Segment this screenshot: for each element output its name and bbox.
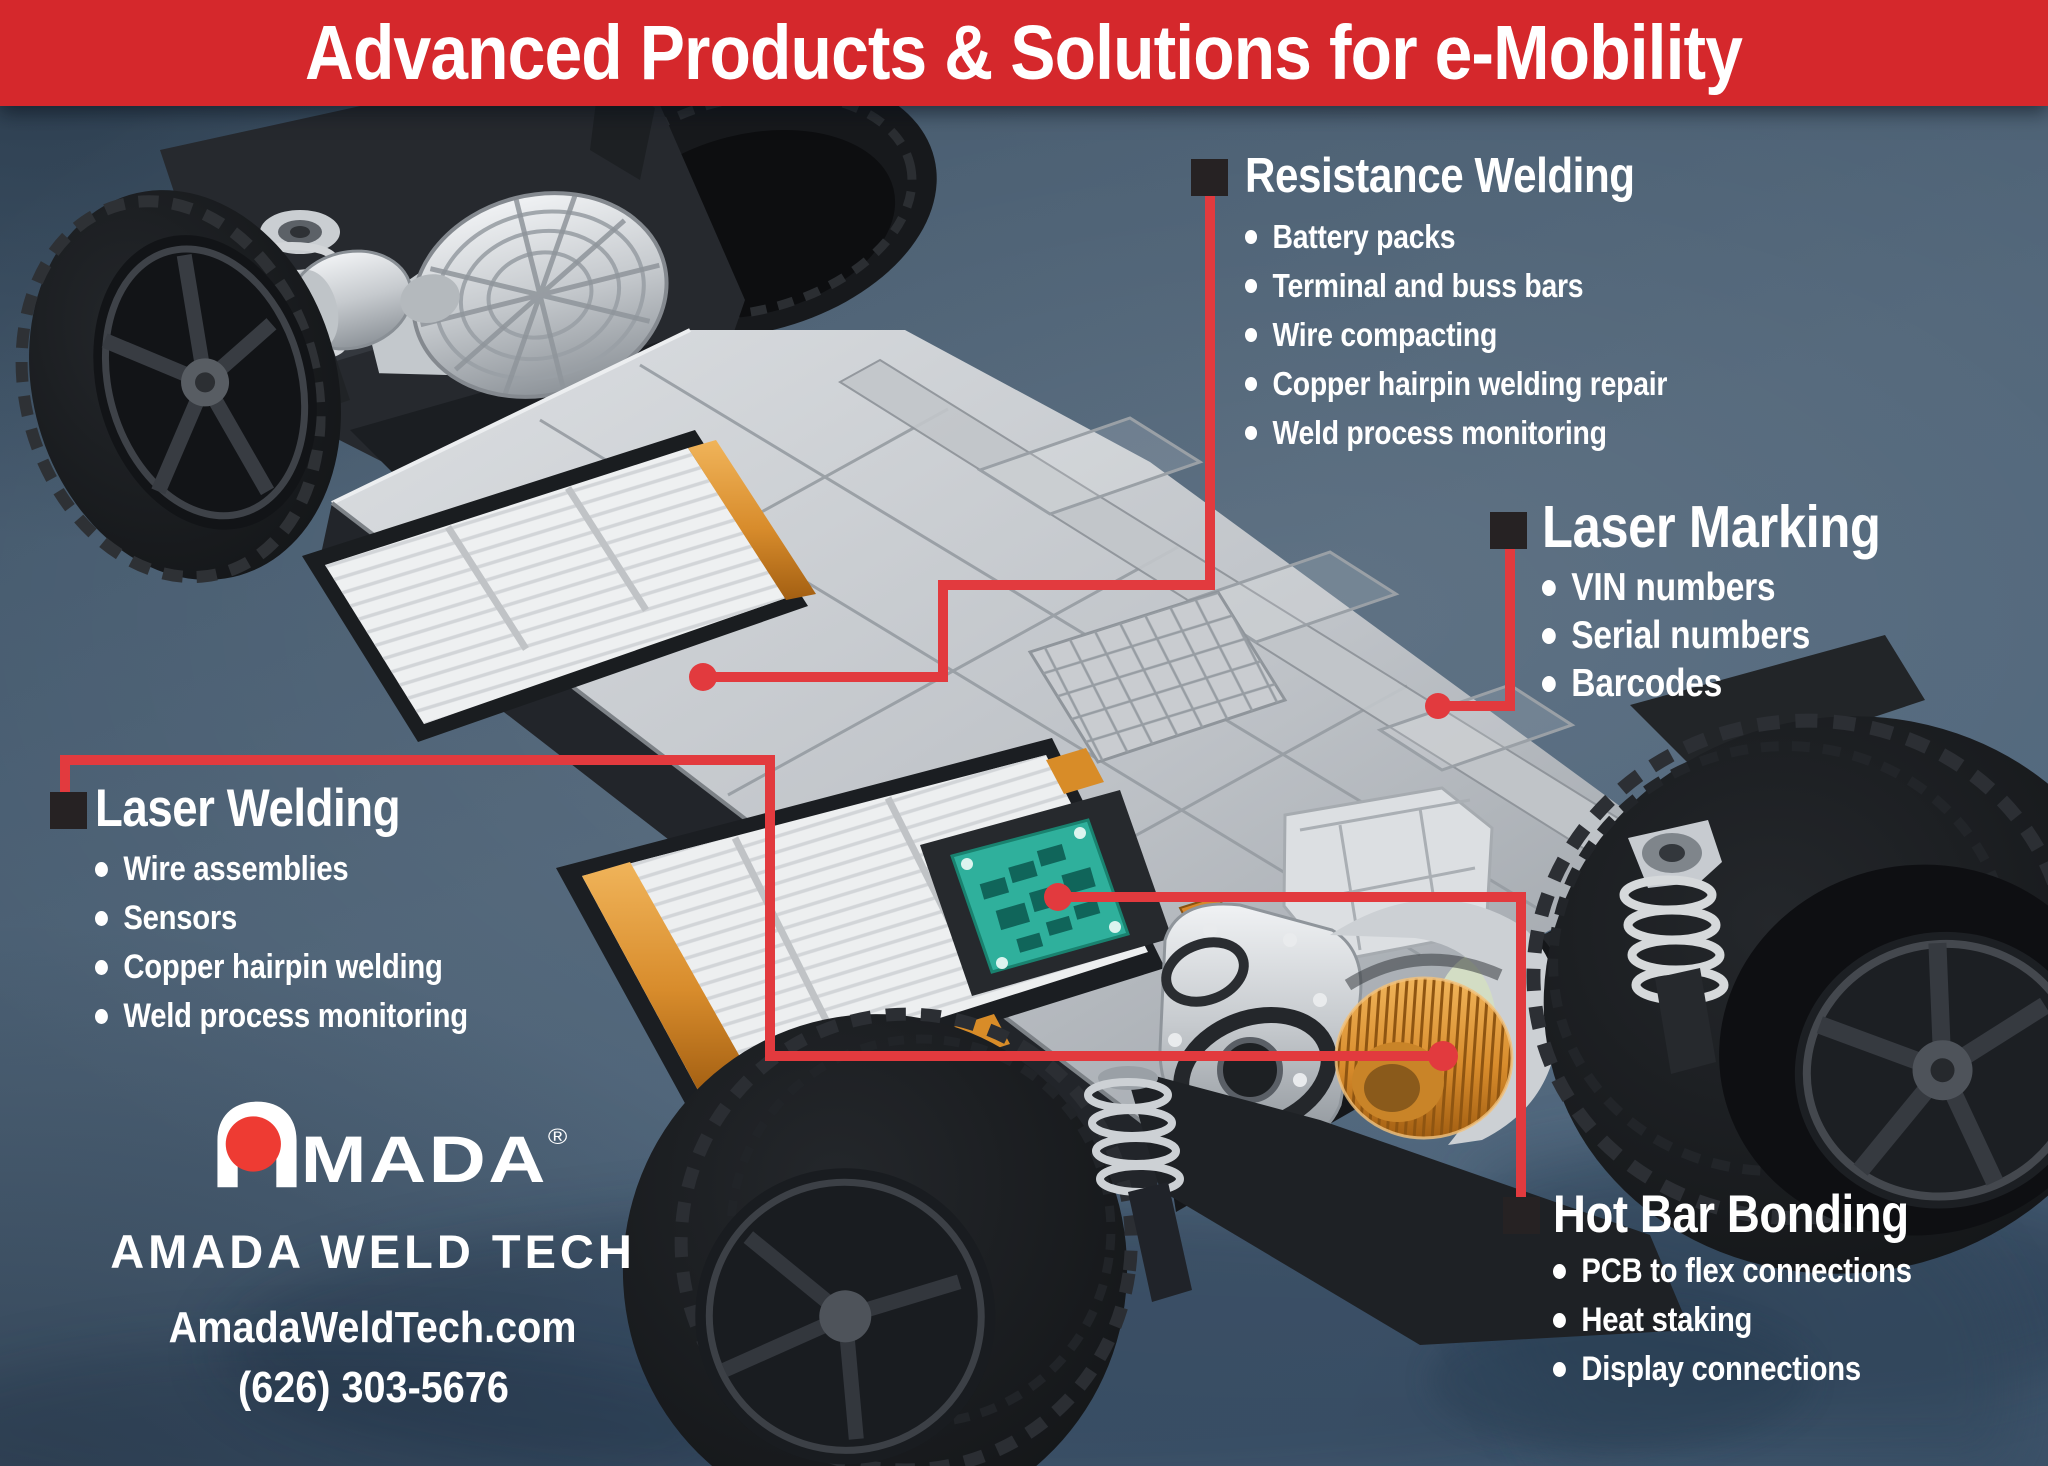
dot-laser-welding [1428,1041,1458,1071]
bullet-dot [95,960,108,976]
callout-resistance-welding: Resistance Welding Battery packs Termina… [1191,149,1736,458]
front-left-wheel [15,190,341,584]
callout-laser-welding: Laser Welding Wire assemblies Sensors Co… [50,779,529,1041]
amada-logo: MADA® [28,1098,718,1192]
dot-resistance-welding [689,663,717,691]
bullet-text: Copper hairpin welding [123,948,443,987]
callout-list: PCB to flex connections Heat staking Dis… [1553,1247,1912,1394]
list-item: Copper hairpin welding [95,943,468,992]
bullet-text: Serial numbers [1571,613,1810,657]
list-item: Weld process monitoring [1245,409,1667,458]
list-item: Wire compacting [1245,311,1667,360]
callout-dots [689,663,1458,1071]
bullet-dot [1245,230,1258,245]
rear-suspension-spring [1619,820,1729,1074]
callout-marker-square [1191,159,1228,196]
list-item: Display connections [1553,1345,1912,1394]
bullet-text: Sensors [123,899,237,938]
banner: Advanced Products & Solutions for e-Mobi… [0,0,2048,106]
list-item: Wire assemblies [95,845,468,894]
quilted-panel [1027,590,1288,764]
bullet-dot [1245,328,1258,343]
callout-marker-square [50,792,87,829]
leader-laser-marking [1450,548,1515,711]
leader-resistance-welding [714,194,1215,682]
leader-hot-bar-bonding [1068,892,1526,1198]
callout-list: Battery packs Terminal and buss bars Wir… [1245,213,1667,458]
brand-block: MADA® AMADA WELD TECH AmadaWeldTech.com … [28,1098,718,1413]
rear-left-spring [1084,1066,1192,1302]
banner-title: Advanced Products & Solutions for e-Mobi… [305,9,1743,96]
list-item: Heat staking [1553,1296,1912,1345]
bullet-text: Barcodes [1571,661,1723,705]
leader-laser-welding [60,755,1440,1061]
bullet-text: PCB to flex connections [1581,1252,1912,1291]
bullet-dot [1553,1264,1566,1280]
dot-laser-marking [1425,693,1451,719]
website-url: AmadaWeldTech.com [169,1303,577,1352]
callout-marker-square [1503,1197,1540,1234]
bullet-text: VIN numbers [1571,565,1776,609]
bullet-text: Display connections [1581,1350,1861,1389]
bullet-text: Terminal and buss bars [1272,267,1584,305]
callout-title: Laser Welding [95,779,401,838]
callout-list: Wire assemblies Sensors Copper hairpin w… [95,845,468,1041]
bullet-dot [1245,377,1258,392]
amada-logo-mark-icon [217,1101,297,1188]
bullet-text: Copper hairpin welding repair [1272,365,1668,403]
callout-title: Resistance Welding [1245,149,1635,203]
bullet-text: Weld process monitoring [1272,414,1607,452]
registered-trademark: ® [547,1124,568,1150]
list-item: Sensors [95,894,468,943]
callout-list: VIN numbers Serial numbers Barcodes [1542,564,1880,708]
bullet-text: Wire assemblies [123,850,349,889]
bullet-dot [1542,579,1556,596]
bullet-text: Heat staking [1581,1301,1753,1340]
company-name: AMADA WELD TECH [110,1225,636,1278]
list-item: Barcodes [1542,660,1880,708]
dot-hot-bar-bonding [1044,883,1072,911]
callout-title: Hot Bar Bonding [1553,1185,1909,1244]
rear-right-wheel [1526,713,2048,1274]
callout-laser-marking: Laser Marking VIN numbers Serial numbers… [1490,494,1936,708]
logo-wordmark: MADA [300,1122,548,1197]
bullet-dot [1553,1313,1566,1329]
callout-hot-bar-bonding: Hot Bar Bonding PCB to flex connections … [1503,1185,1970,1394]
list-item: PCB to flex connections [1553,1247,1912,1296]
battery-modules-left [302,430,816,742]
list-item: VIN numbers [1542,564,1880,612]
callout-marker-square [1490,512,1527,549]
bullet-dot [1245,426,1258,441]
list-item: Serial numbers [1542,612,1880,660]
leader-lines [60,194,1526,1198]
list-item: Copper hairpin welding repair [1245,360,1667,409]
bullet-text: Weld process monitoring [123,997,468,1036]
list-item: Weld process monitoring [95,992,468,1041]
bullet-dot [95,911,108,927]
bullet-text: Wire compacting [1272,316,1498,354]
list-item: Battery packs [1245,213,1667,262]
bullet-dot [1245,279,1258,294]
phone-number: (626) 303-5676 [237,1363,509,1412]
bullet-dot [1553,1362,1566,1378]
bullet-dot [1542,675,1556,692]
bullet-text: Battery packs [1272,218,1456,256]
bullet-dot [95,862,108,878]
callout-title: Laser Marking [1542,494,1881,560]
bullet-dot [1542,627,1556,644]
list-item: Terminal and buss bars [1245,262,1667,311]
bullet-dot [95,1009,108,1025]
rear-left-wheel [622,1007,1138,1466]
